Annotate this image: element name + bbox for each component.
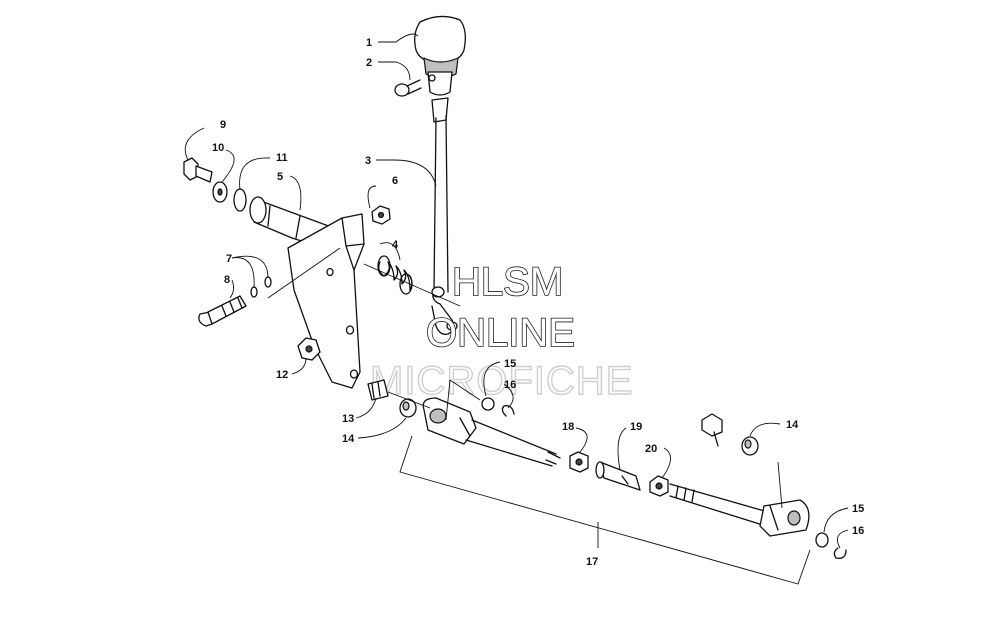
- svg-text:4: 4: [392, 239, 399, 251]
- callout-1: 1: [366, 33, 419, 49]
- part-washer-15-right[interactable]: [815, 532, 829, 548]
- part-nut-6[interactable]: [371, 205, 391, 225]
- part-bushing-14-right[interactable]: [741, 436, 759, 456]
- part-clip-16-left[interactable]: [501, 405, 515, 417]
- svg-text:14: 14: [786, 419, 799, 431]
- callout-14-right: 14: [749, 419, 799, 437]
- assembly-bracket-17: [399, 435, 811, 585]
- callout-16-right: 16: [836, 525, 864, 549]
- svg-text:5: 5: [277, 171, 283, 183]
- part-sleeve-19[interactable]: [595, 461, 641, 491]
- watermark-line1: HLSM: [452, 260, 563, 304]
- part-washers-7[interactable]: [250, 276, 272, 298]
- part-jam-nut-18[interactable]: [569, 451, 589, 473]
- callout-10: 10: [212, 142, 235, 183]
- callout-8: 8: [224, 274, 235, 299]
- svg-text:11: 11: [276, 152, 288, 164]
- svg-text:19: 19: [630, 421, 642, 433]
- callout-5: 5: [277, 171, 302, 211]
- part-bolt-8[interactable]: [198, 295, 247, 327]
- callout-19: 19: [617, 421, 642, 471]
- svg-text:9: 9: [220, 119, 226, 131]
- callout-9: 9: [184, 119, 226, 161]
- part-clip-16-right[interactable]: [833, 547, 847, 559]
- part-mounting-bracket[interactable]: [287, 213, 365, 389]
- svg-text:16: 16: [504, 379, 516, 391]
- svg-text:12: 12: [276, 369, 288, 381]
- svg-text:2: 2: [366, 57, 372, 69]
- svg-text:15: 15: [504, 358, 516, 370]
- callout-6: 6: [367, 175, 398, 209]
- svg-text:3: 3: [365, 155, 371, 167]
- svg-text:10: 10: [212, 142, 224, 154]
- callout-14-left: 14: [342, 417, 407, 445]
- part-bolt-9[interactable]: [183, 157, 213, 183]
- callout-18: 18: [562, 421, 588, 453]
- watermark-line2: ONLINE: [426, 311, 575, 355]
- svg-text:15: 15: [852, 503, 864, 515]
- part-set-screw[interactable]: [394, 79, 422, 97]
- svg-text:14: 14: [342, 433, 355, 445]
- part-washer-15-left[interactable]: [481, 397, 495, 411]
- svg-text:13: 13: [342, 413, 354, 425]
- part-linkage-right-clevis[interactable]: [669, 483, 810, 537]
- part-stud-13[interactable]: [367, 379, 389, 401]
- svg-text:1: 1: [366, 37, 372, 49]
- part-shift-lever[interactable]: [431, 97, 458, 335]
- svg-text:20: 20: [645, 443, 657, 455]
- svg-text:8: 8: [224, 274, 230, 286]
- callout-13: 13: [342, 397, 377, 425]
- callout-20: 20: [645, 443, 671, 479]
- watermark-line3: MICROFICHE: [370, 359, 633, 403]
- part-linkage-left-clevis[interactable]: [422, 397, 561, 467]
- part-knob[interactable]: [414, 15, 466, 96]
- svg-text:7: 7: [226, 253, 232, 265]
- callout-15-right: 15: [823, 503, 864, 533]
- watermark-foreground: HLSM ONLINE: [425, 259, 576, 356]
- callout-16-left: 16: [503, 379, 516, 409]
- callout-4: 4: [379, 239, 401, 261]
- svg-text:17: 17: [586, 556, 598, 568]
- part-bushing-14-left[interactable]: [399, 398, 417, 418]
- part-ring-11[interactable]: [233, 188, 247, 212]
- part-washer-10[interactable]: [212, 181, 228, 203]
- callout-12: 12: [276, 357, 307, 381]
- svg-text:18: 18: [562, 421, 574, 433]
- svg-text:16: 16: [852, 525, 864, 537]
- part-spring[interactable]: [377, 255, 413, 295]
- svg-text:6: 6: [392, 175, 398, 187]
- callout-15-left: 15: [483, 358, 516, 397]
- callout-3: 3: [365, 155, 437, 187]
- watermark: MICROFICHE: [369, 358, 633, 403]
- callout-11: 11: [239, 152, 288, 191]
- assembly-lines: [267, 247, 783, 509]
- part-nut-12[interactable]: [297, 337, 321, 361]
- part-bolt-14-right[interactable]: [701, 413, 723, 447]
- callout-17: 17: [586, 556, 598, 568]
- callouts: 1 2 3 4 5 6 7 8: [184, 33, 864, 568]
- callout-2: 2: [366, 57, 411, 81]
- callout-7: 7: [226, 253, 269, 289]
- part-jam-nut-20[interactable]: [649, 475, 669, 497]
